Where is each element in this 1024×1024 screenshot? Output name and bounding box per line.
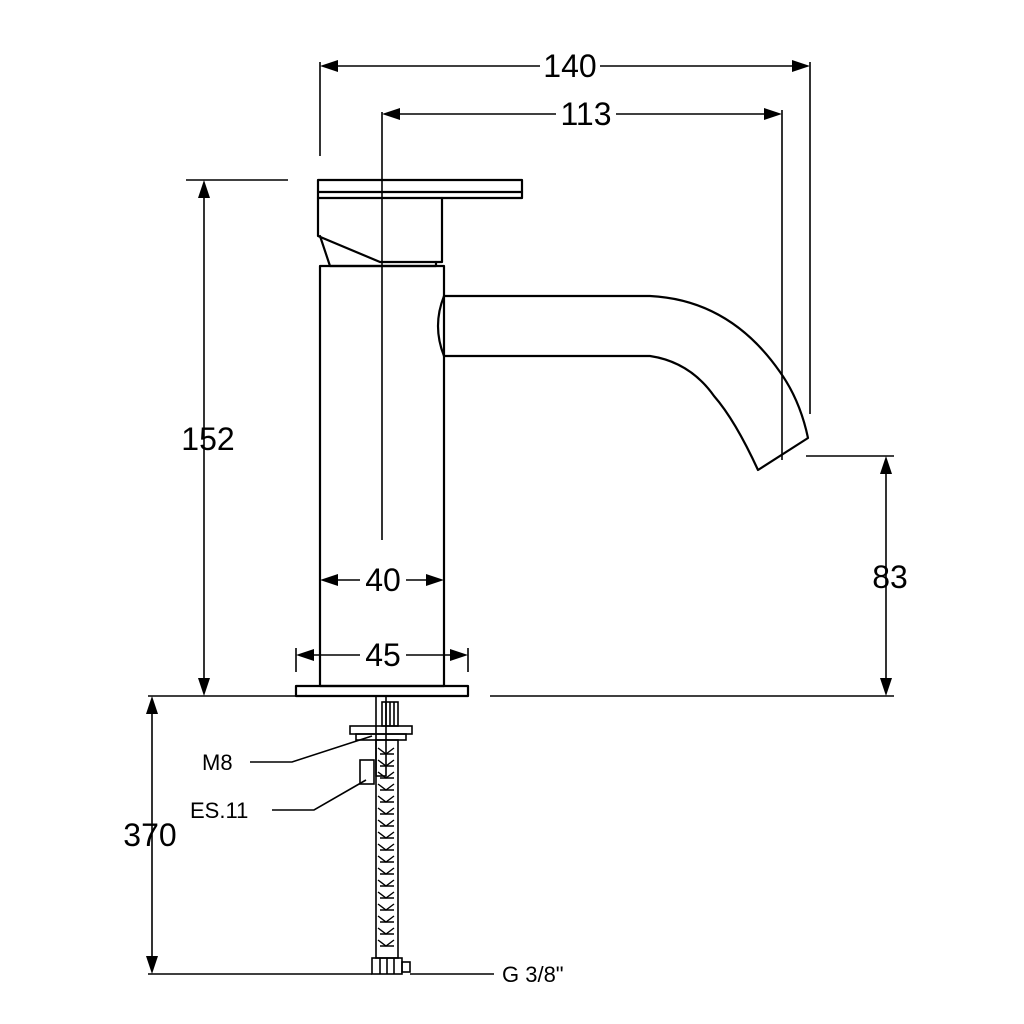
- handle-lever: [316, 178, 524, 200]
- dim-label-113: 113: [560, 96, 611, 132]
- dim-label-45: 45: [365, 637, 401, 673]
- hose-braid-pattern: [377, 747, 395, 947]
- callout-es11: ES.11: [190, 798, 248, 823]
- spout: [442, 294, 810, 472]
- dim-label-40: 40: [365, 562, 401, 598]
- dim-label-370: 370: [123, 817, 176, 853]
- spout-joint: [436, 294, 446, 358]
- handle-block: [316, 196, 444, 264]
- callout-m8: M8: [202, 750, 233, 775]
- underside-fittings: [349, 695, 413, 975]
- dim-label-140: 140: [543, 48, 596, 84]
- washer: [349, 725, 413, 735]
- callout-g38: G 3/8": [502, 962, 564, 987]
- base-plate: [294, 684, 470, 698]
- dimension-83: [806, 455, 894, 696]
- leader-es11: [272, 779, 367, 811]
- dim-label-83: 83: [872, 559, 908, 595]
- leader-m8: [250, 735, 373, 763]
- faucet-outline: [294, 178, 810, 698]
- dim-label-152: 152: [181, 421, 234, 457]
- threaded-stud: [375, 695, 387, 777]
- dimension-370: [146, 696, 372, 975]
- stud-lock-nut: [359, 759, 375, 785]
- dimension-152: [186, 179, 288, 696]
